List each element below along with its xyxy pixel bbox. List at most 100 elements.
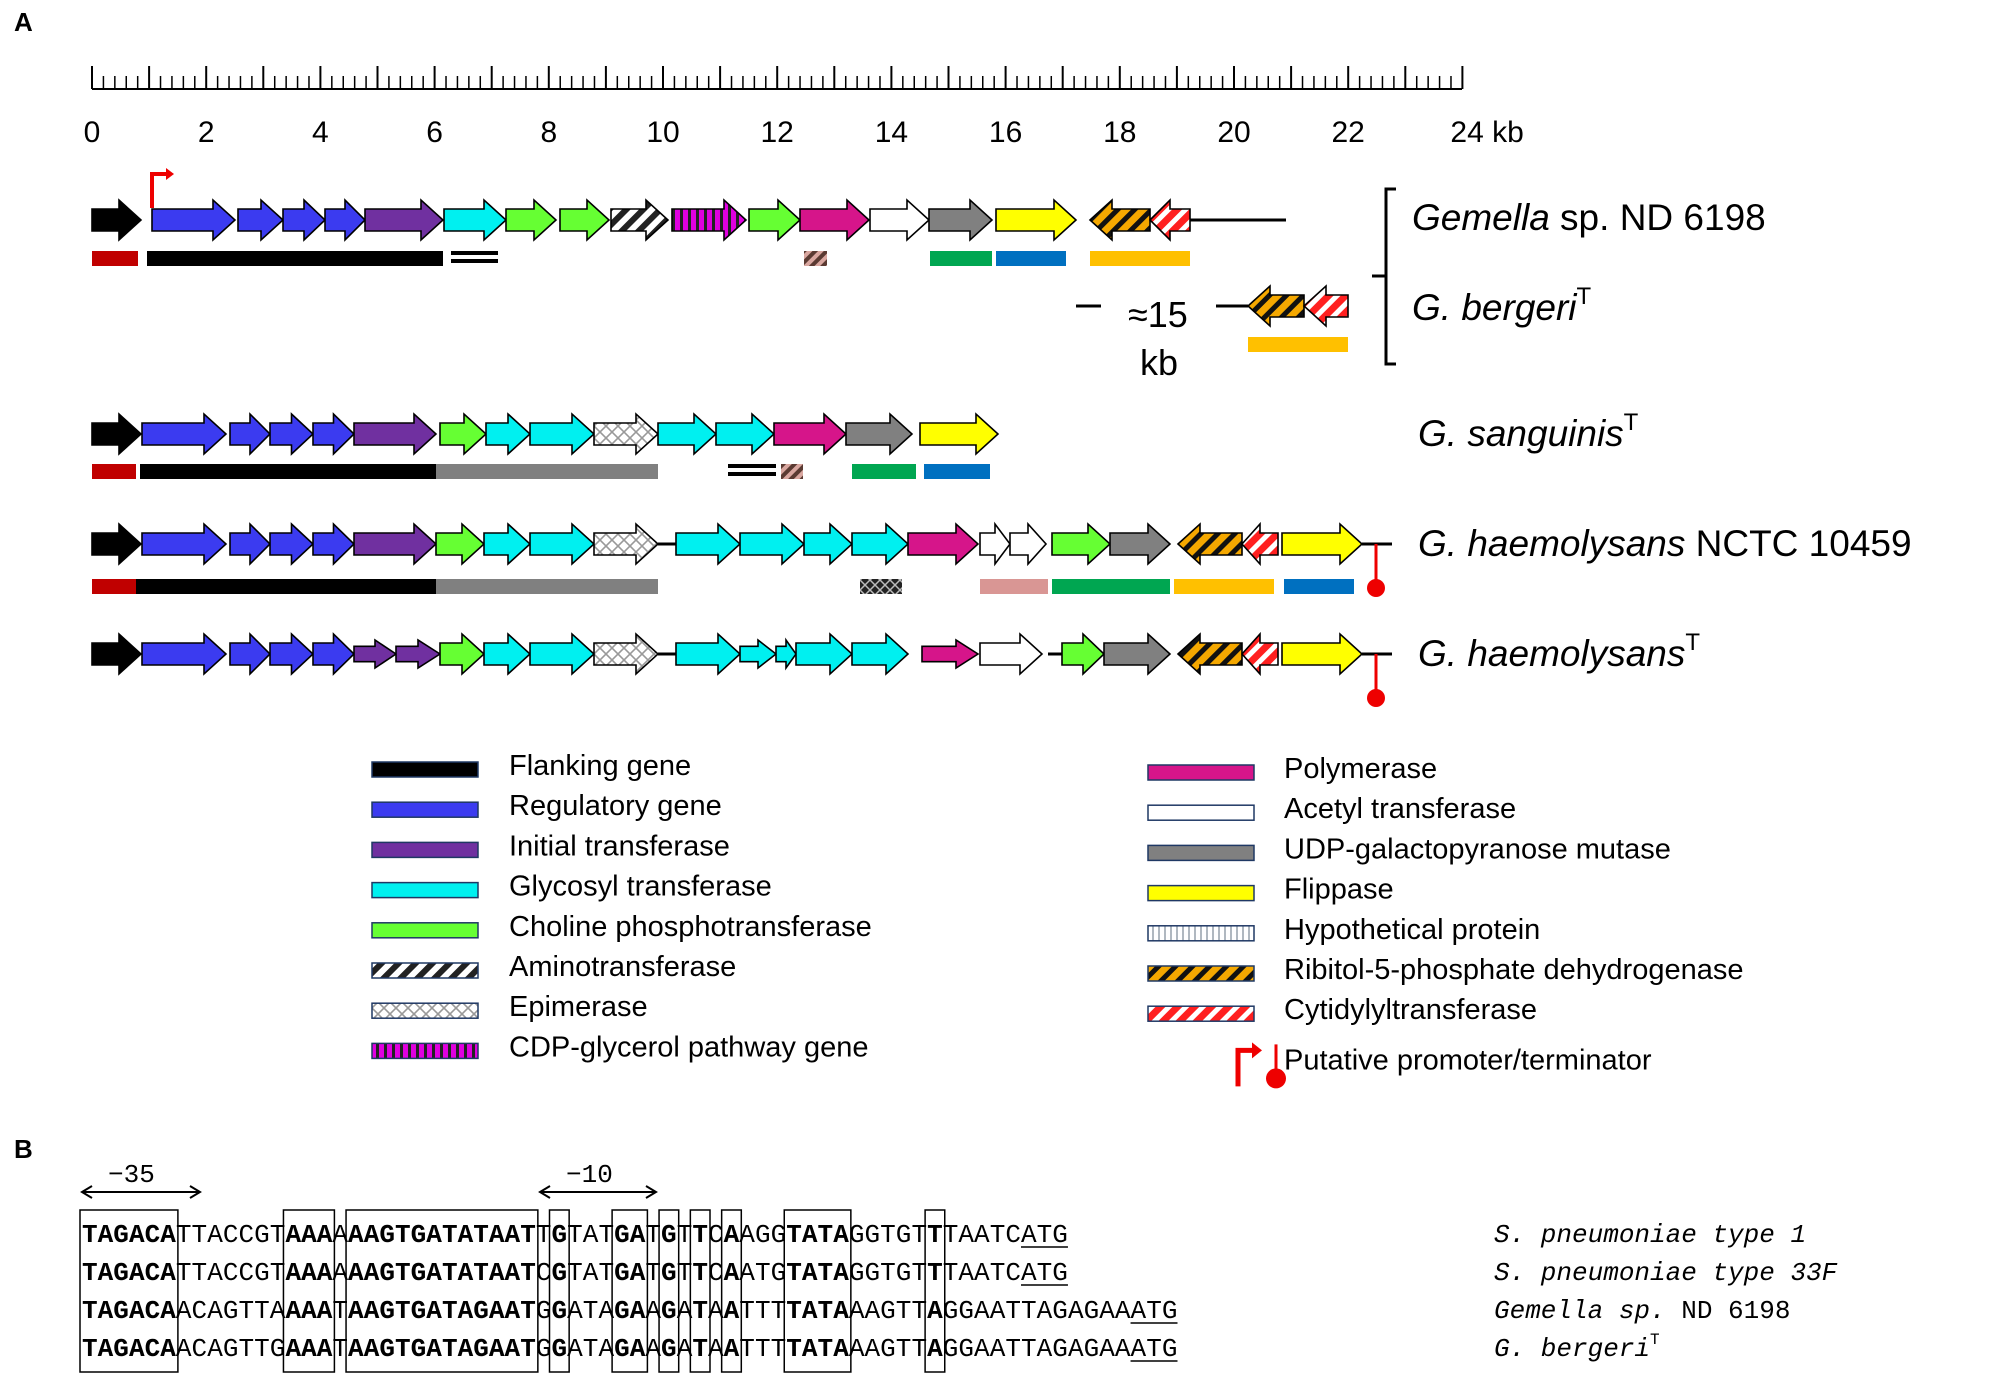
- double-bar-top: [451, 251, 498, 255]
- sequence-row: TAGACAACAGTTAAAATAAGTGATAGAATGGATAGAAGAT…: [82, 1296, 1177, 1326]
- cyan-gene-arrow: [739, 522, 806, 566]
- scale-tick-label: 0: [84, 116, 101, 149]
- operon-g-bergeri: [1076, 284, 1349, 352]
- legend-swatch: [1147, 965, 1255, 982]
- blue-gene-arrow: [312, 412, 356, 456]
- annotation-bar: [92, 251, 138, 266]
- scale-tick-label: 16: [989, 116, 1022, 149]
- legend-swatch: [371, 922, 479, 939]
- scale-tick-label: 2: [198, 116, 215, 149]
- legend-label: Initial transferase: [509, 830, 730, 862]
- cyan-gene-arrow: [483, 522, 532, 566]
- promoter-terminator-symbol: [1235, 1042, 1286, 1089]
- legend-swatch: [371, 1042, 479, 1060]
- legend-swatch: [1147, 764, 1255, 781]
- cyan-gene-arrow: [775, 637, 797, 671]
- cyan-gene-arrow: [529, 412, 596, 456]
- organism-label-g-haemolysans-nctc10459: G. haemolysans NCTC 10459: [1418, 523, 1912, 564]
- annotation-bar: [930, 251, 992, 266]
- sequence-organism-label: G. bergeriT: [1494, 1331, 1660, 1364]
- legend-label: Flippase: [1284, 874, 1394, 906]
- cyan-gene-arrow: [529, 632, 596, 676]
- legend-swatch: [1147, 1005, 1255, 1022]
- blue-gene-arrow: [237, 198, 285, 242]
- panel-a-label: A: [14, 7, 33, 37]
- blue-gene-arrow: [324, 198, 367, 242]
- legend-label: Hypothetical protein: [1284, 914, 1540, 946]
- gap-label-line2: kb: [1140, 342, 1178, 383]
- conserved-box: [548, 1209, 570, 1373]
- blue-gene-arrow: [229, 522, 272, 566]
- legend-swatch: [371, 761, 479, 778]
- conserved-box: [783, 1209, 852, 1373]
- legend-swatch: [371, 881, 479, 899]
- promoter-sequence-alignment: TAGACATTACCGTAAAAAAGTGATATAATTGTATGATGTT…: [79, 1209, 1838, 1373]
- legend-label: CDP-glycerol pathway gene: [509, 1031, 868, 1063]
- blue-gene-arrow: [229, 632, 272, 676]
- legend-label: Regulatory gene: [509, 790, 722, 822]
- legend-label: Polymerase: [1284, 753, 1437, 785]
- minus35-arrow-left-head: [80, 1185, 93, 1199]
- promoter-arrow: [150, 172, 166, 208]
- scale-tick-label: 22: [1332, 116, 1365, 149]
- annotation-bar: [980, 579, 1048, 594]
- operon-gemella-nd6198: [91, 168, 1286, 266]
- legend-label: Aminotransferase: [509, 951, 736, 983]
- scale-tick-label: 20: [1217, 116, 1250, 149]
- scale-tick-label: 18: [1103, 116, 1136, 149]
- magenta-gene-arrow: [921, 638, 980, 670]
- promoter-element-markers: −35 −10: [80, 1160, 658, 1199]
- cyan-gene-arrow: [483, 632, 532, 676]
- minus10-arrow-left-head: [538, 1185, 551, 1199]
- strain-bracket: [1372, 187, 1396, 366]
- purple-gene-arrow: [364, 198, 445, 242]
- epi-gene-arrow: [593, 632, 660, 676]
- blue-gene-arrow: [282, 198, 327, 242]
- legend-label: Acetyl transferase: [1284, 793, 1516, 825]
- cyan-gene-arrow: [795, 632, 854, 676]
- double-bar-bottom: [728, 472, 776, 476]
- black-gene-arrow: [91, 632, 143, 676]
- cdp-gene-arrow: [671, 198, 748, 242]
- panel-b-label: B: [14, 1134, 33, 1164]
- annotation-bar: [804, 251, 827, 266]
- green-gene-arrow: [1051, 522, 1112, 566]
- legend-swatch: [371, 841, 479, 859]
- legend-label: Epimerase: [509, 991, 648, 1023]
- cyan-gene-arrow: [675, 522, 742, 566]
- legend-swatch: [371, 962, 479, 979]
- cyt-gene-arrow: [1240, 521, 1279, 567]
- blue-gene-arrow: [151, 198, 237, 242]
- terminator-head: [1367, 579, 1385, 597]
- green-gene-arrow: [435, 522, 486, 566]
- cyt-gene-arrow: [1302, 284, 1349, 328]
- promoter-arrow-head: [166, 168, 174, 180]
- magenta-gene-arrow: [907, 522, 980, 566]
- conserved-box: [658, 1209, 680, 1373]
- cyt-gene-arrow: [1240, 631, 1279, 677]
- conserved-box: [345, 1209, 539, 1373]
- blue-gene-arrow: [141, 632, 228, 676]
- annotation-bar: [1052, 579, 1170, 594]
- legend-swatch: [371, 1002, 479, 1019]
- annotation-bar: [136, 579, 436, 594]
- annotation-bar: [1174, 579, 1274, 594]
- yellow-gene-arrow: [995, 198, 1078, 242]
- gray-gene-arrow: [1109, 522, 1172, 566]
- operon-g-haemolysans-nctc10459: [91, 521, 1392, 597]
- conserved-box: [924, 1209, 946, 1373]
- black-gene-arrow: [91, 522, 143, 566]
- magenta-gene-arrow: [799, 198, 871, 242]
- conserved-box: [689, 1209, 711, 1373]
- organism-label-g-haemolysans-type: G. haemolysansT: [1418, 629, 1700, 674]
- annotation-bar: [1284, 579, 1354, 594]
- cyan-gene-arrow: [443, 198, 508, 242]
- green-gene-arrow: [439, 412, 488, 456]
- cyan-gene-arrow: [851, 632, 910, 676]
- annotation-bar: [860, 579, 902, 594]
- minus35-arrow-right-head: [189, 1185, 202, 1199]
- blue-gene-arrow: [141, 412, 228, 456]
- black-gene-arrow: [91, 198, 143, 242]
- annotation-bar: [140, 464, 436, 479]
- cyan-gene-arrow: [803, 522, 854, 566]
